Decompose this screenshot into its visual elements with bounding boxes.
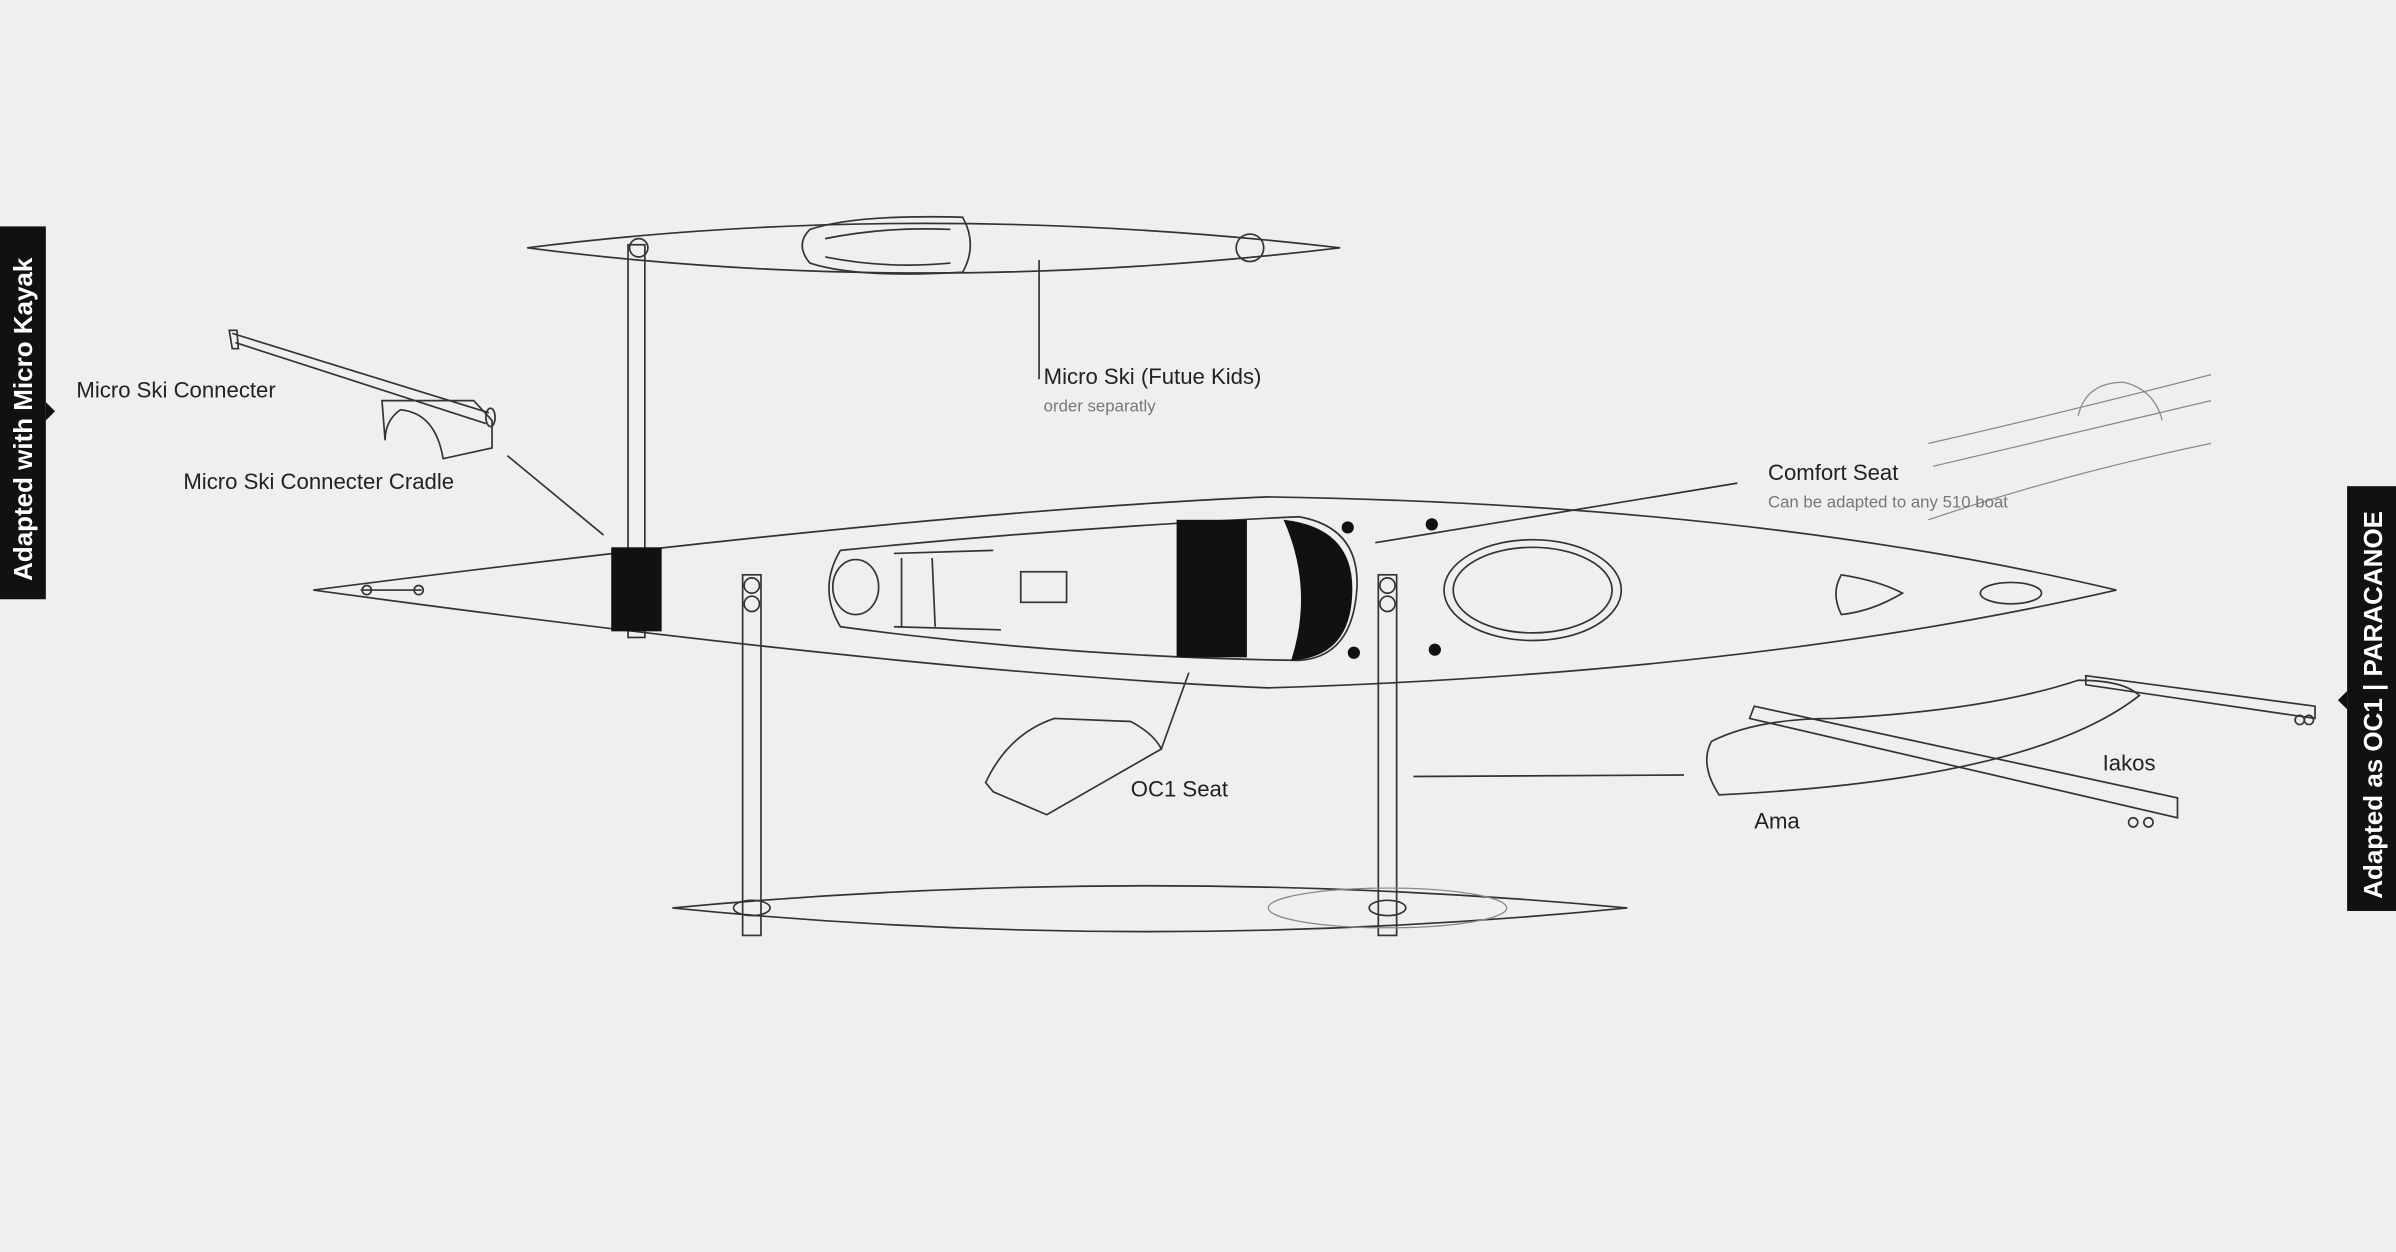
tab-adapted-oc1-paracanoe[interactable]: Adapted as OC1 | PARACANOE xyxy=(2337,486,2396,911)
oc1-seat-drawing xyxy=(984,672,1190,816)
tab-right-label: Adapted as OC1 | PARACANOE xyxy=(2358,511,2388,899)
label-ama: Ama xyxy=(1754,808,1800,833)
label-comfort-seat: Comfort Seat xyxy=(1768,460,1898,485)
label-micro-ski-note: order separatly xyxy=(1044,396,1157,415)
label-micro-ski: Micro Ski (Futue Kids) xyxy=(1044,364,1262,389)
ama-iakos-drawing xyxy=(1413,674,2316,828)
micro-ski-top-drawing xyxy=(527,215,1341,380)
label-iakos: Iakos xyxy=(2103,750,2156,775)
bottom-ski-drawing xyxy=(672,884,1628,933)
comfort-seat-sketch xyxy=(1928,374,2212,521)
label-oc1-seat: OC1 Seat xyxy=(1131,776,1228,801)
micro-ski-connecter-drawing xyxy=(228,329,605,536)
label-micro-ski-connecter-cradle: Micro Ski Connecter Cradle xyxy=(183,469,454,494)
tab-adapted-micro-kayak[interactable]: Adapted with Micro Kayak xyxy=(0,226,56,600)
connector-poles xyxy=(627,243,1398,937)
tab-left-label: Adapted with Micro Kayak xyxy=(8,257,38,581)
label-comfort-seat-note: Can be adapted to any 510 boat xyxy=(1768,493,2008,512)
main-kayak-drawing xyxy=(313,482,2117,689)
label-micro-ski-connecter: Micro Ski Connecter xyxy=(76,378,275,403)
